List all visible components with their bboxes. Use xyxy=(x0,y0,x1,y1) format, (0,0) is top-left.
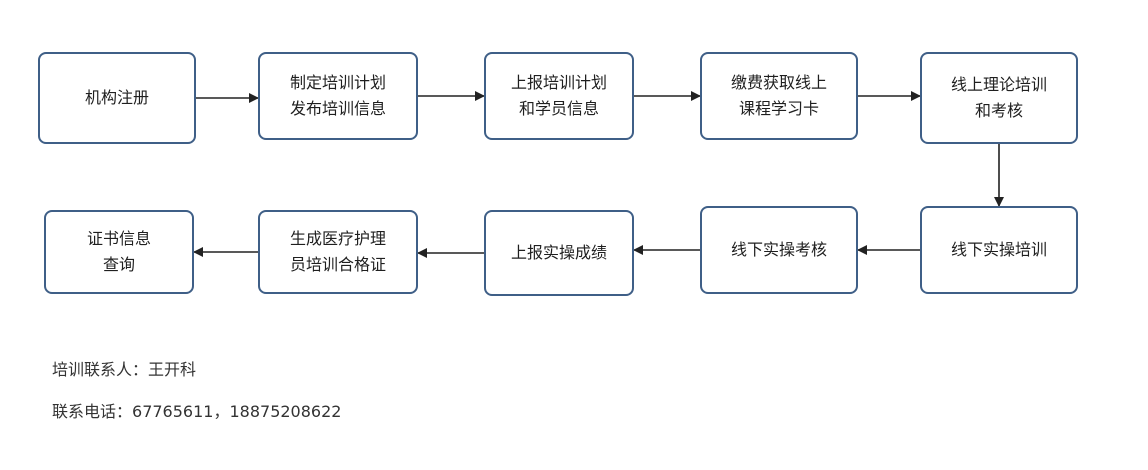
step-text-line: 和学员信息 xyxy=(518,99,599,118)
contact-phone-number-2: 18875208622 xyxy=(229,402,342,421)
step-text-line: 课程学习卡 xyxy=(738,99,819,118)
contact-person: 培训联系人：王开科 xyxy=(52,356,196,380)
step-offline-practical-training: 线下实操培训 xyxy=(920,206,1078,294)
step-institution-registration: 机构注册 xyxy=(38,52,196,144)
contact-phone: 联系电话：67765611，18875208622 xyxy=(52,398,341,422)
step-certificate-query: 证书信息 查询 xyxy=(44,210,194,294)
step-text-line: 制定培训计划 xyxy=(289,73,386,92)
step-text-line: 员培训合格证 xyxy=(289,255,386,274)
step-generate-certificate: 生成医疗护理 员培训合格证 xyxy=(258,210,418,294)
step-text-line: 发布培训信息 xyxy=(289,99,386,118)
step-text-line: 线上理论培训 xyxy=(950,75,1047,94)
step-report-practical-scores: 上报实操成绩 xyxy=(484,210,634,296)
contact-phone-number-1: 67765611 xyxy=(132,402,214,421)
step-text-line: 生成医疗护理 xyxy=(289,229,386,248)
step-text-line: 上报实操成绩 xyxy=(510,243,607,262)
step-text-line: 和考核 xyxy=(974,101,1023,120)
contact-person-name: 王开科 xyxy=(148,360,197,379)
step-publish-training-plan: 制定培训计划 发布培训信息 xyxy=(258,52,418,140)
step-text-line: 线下实操培训 xyxy=(950,240,1047,259)
contact-person-label: 培训联系人： xyxy=(52,360,149,379)
contact-phone-label: 联系电话： xyxy=(52,402,133,421)
step-text-line: 证书信息 xyxy=(86,229,151,248)
step-text-line: 查询 xyxy=(102,255,135,274)
step-text-line: 机构注册 xyxy=(84,88,149,107)
step-text-line: 缴费获取线上 xyxy=(730,73,827,92)
step-pay-get-study-card: 缴费获取线上 课程学习卡 xyxy=(700,52,858,140)
step-text-line: 上报培训计划 xyxy=(510,73,607,92)
contact-phone-separator: ， xyxy=(213,402,230,421)
step-text-line: 线下实操考核 xyxy=(730,240,827,259)
step-report-plan-and-trainees: 上报培训计划 和学员信息 xyxy=(484,52,634,140)
step-offline-practical-exam: 线下实操考核 xyxy=(700,206,858,294)
step-online-theory-training: 线上理论培训 和考核 xyxy=(920,52,1078,144)
